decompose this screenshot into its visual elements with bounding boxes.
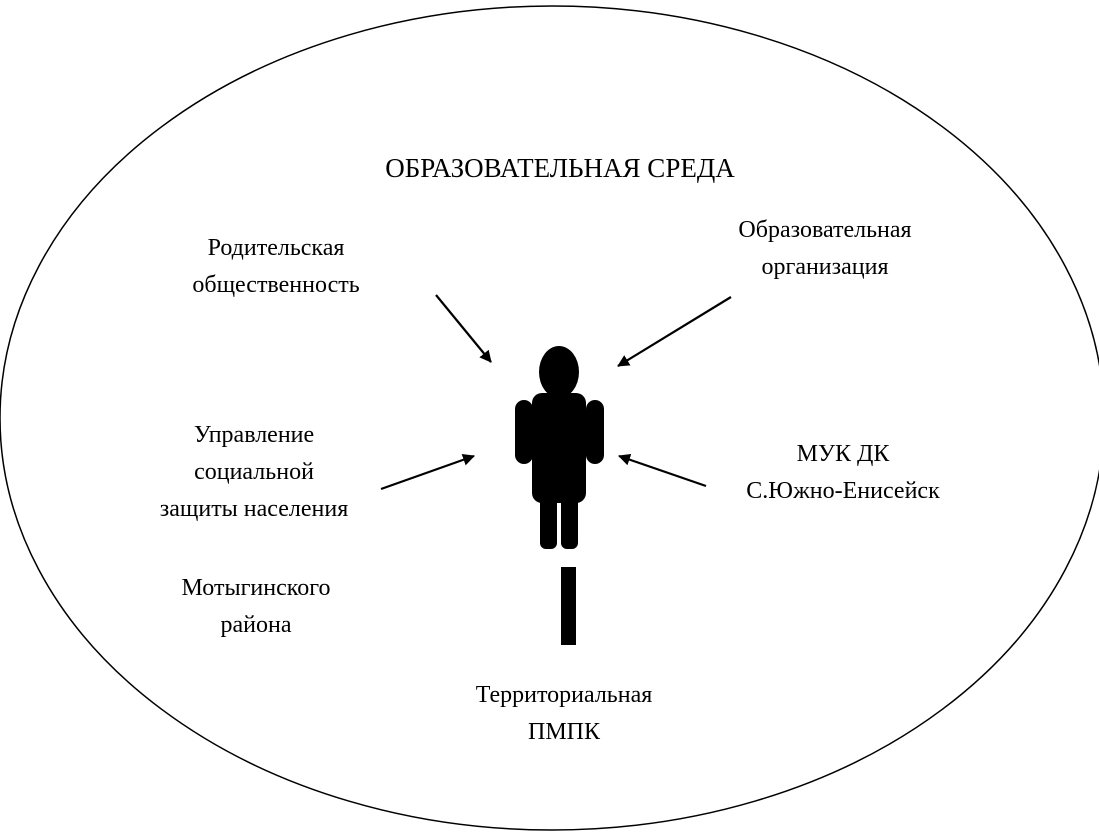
label-social-line: Управление (193, 422, 315, 448)
person-icon (515, 346, 604, 549)
environment-ellipse (0, 5, 1099, 831)
label-district-line: района (220, 612, 292, 638)
label-district-line: Мотыгинского (181, 575, 331, 601)
label-district: Мотыгинского района (182, 570, 331, 644)
label-social-line: защиты населения (159, 496, 349, 522)
label-organization: Образовательная организация (738, 212, 911, 286)
arrow-organization (617, 296, 732, 367)
label-social: Управление социальной защиты населения (160, 417, 349, 528)
arrow-parents (435, 294, 492, 363)
label-parents-line: общественность (192, 272, 360, 298)
label-culture: МУК ДК С.Южно-Енисейск (746, 436, 940, 510)
label-social-line: социальной (194, 459, 314, 485)
label-culture-line: С.Южно-Енисейск (746, 478, 940, 504)
arrow-social (380, 454, 475, 491)
connector-bar (561, 567, 576, 645)
environment-title: ОБРАЗОВАТЕЛЬНАЯ СРЕДА (385, 153, 735, 183)
arrow-culture (618, 453, 707, 488)
label-culture-line: МУК ДК (796, 441, 890, 467)
label-organization-line: Образовательная (738, 217, 912, 243)
label-pmpk-line: Территориальная (475, 682, 653, 708)
label-parents: Родительская общественность (192, 230, 359, 304)
label-parents-line: Родительская (207, 235, 345, 261)
label-pmpk: Территориальная ПМПК (476, 677, 653, 751)
label-pmpk-line: ПМПК (527, 719, 601, 745)
label-organization-line: организация (761, 254, 889, 280)
